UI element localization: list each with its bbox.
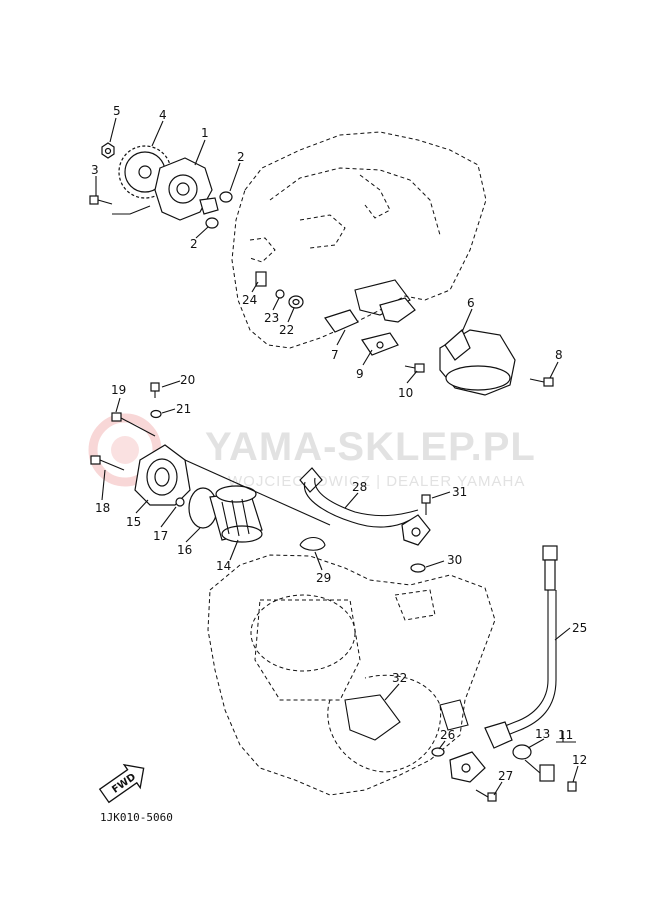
watermark-subtitle: WOJCIECHOWICZ | DEALER YAMAHA — [228, 473, 525, 490]
callout-29: 29 — [316, 571, 331, 585]
callout-8: 8 — [555, 348, 563, 362]
callout-30: 30 — [447, 553, 462, 567]
oil-hose-assembly — [449, 545, 577, 802]
callout-7: 7 — [331, 348, 339, 362]
callout-22: 22 — [279, 323, 294, 337]
o-ring-part — [410, 563, 426, 573]
callout-25: 25 — [572, 621, 587, 635]
callout-17: 17 — [153, 529, 168, 543]
filter-cover — [134, 444, 191, 506]
callout-23: 23 — [264, 311, 279, 325]
diagram-code: 1JK010-5060 — [100, 811, 173, 824]
bracket-part — [361, 297, 416, 356]
callout-2: 2 — [237, 150, 245, 164]
callout-31: 31 — [452, 485, 467, 499]
oil-pipe-assembly — [299, 467, 431, 573]
o-ring-part — [431, 747, 445, 757]
callout-18: 18 — [95, 501, 110, 515]
callout-19: 19 — [111, 383, 126, 397]
callout-20: 20 — [180, 373, 195, 387]
nut-part — [101, 142, 115, 159]
callout-10: 10 — [398, 386, 413, 400]
o-ring-part — [205, 217, 219, 229]
oil-pump-body — [154, 157, 219, 221]
callout-24: 24 — [242, 293, 257, 307]
bleed-bolt-part — [150, 382, 160, 398]
oil-pump-assembly — [89, 142, 233, 229]
oil-filter-element — [209, 485, 263, 543]
crankcase-part — [344, 694, 401, 741]
callout-32: 32 — [392, 671, 407, 685]
callout-6: 6 — [467, 296, 475, 310]
callout-3: 3 — [91, 163, 99, 177]
leader-lines — [95, 117, 579, 796]
bolt-part — [90, 455, 125, 471]
bolt-part — [475, 789, 497, 802]
plate-part — [324, 309, 359, 333]
watermark-title: YAMA-SKLEP.PL — [205, 425, 536, 469]
bolt-part — [111, 412, 156, 437]
forward-arrow-icon: FWD — [98, 763, 145, 804]
callout-21: 21 — [176, 402, 191, 416]
callout-11: 11 — [558, 728, 573, 742]
bolt-part — [421, 494, 431, 515]
washer-part — [512, 744, 532, 760]
callout-14: 14 — [216, 559, 231, 573]
callout-9: 9 — [356, 367, 364, 381]
union-bolt-part — [524, 759, 555, 782]
callout-12: 12 — [572, 753, 587, 767]
callout-15: 15 — [126, 515, 141, 529]
collar-part — [288, 295, 304, 309]
callout-5: 5 — [113, 104, 121, 118]
lower-crankcase — [207, 554, 496, 796]
stud-part — [255, 271, 267, 287]
clip-part — [299, 536, 326, 551]
callout-1: 1 — [201, 126, 209, 140]
callout-16: 16 — [177, 543, 192, 557]
callout-26: 26 — [440, 728, 455, 742]
callout-28: 28 — [352, 480, 367, 494]
washer-part — [150, 409, 162, 419]
strainer-assembly — [255, 271, 554, 396]
bolt-part — [529, 377, 554, 387]
bolt-part — [89, 195, 113, 205]
oil-filter-assembly — [90, 382, 331, 543]
washer-part — [275, 289, 285, 299]
callout-27: 27 — [498, 769, 513, 783]
bolt-part — [567, 781, 577, 792]
callout-labels: 1 2 2 3 4 5 6 7 8 9 10 11 12 13 14 15 16… — [91, 104, 587, 783]
o-ring-part — [219, 191, 233, 203]
screw-part — [404, 363, 425, 373]
callout-13: 13 — [535, 727, 550, 741]
callout-4: 4 — [159, 108, 167, 122]
callout-2: 2 — [190, 237, 198, 251]
oil-strainer — [439, 329, 516, 396]
o-ring-part — [175, 497, 185, 507]
